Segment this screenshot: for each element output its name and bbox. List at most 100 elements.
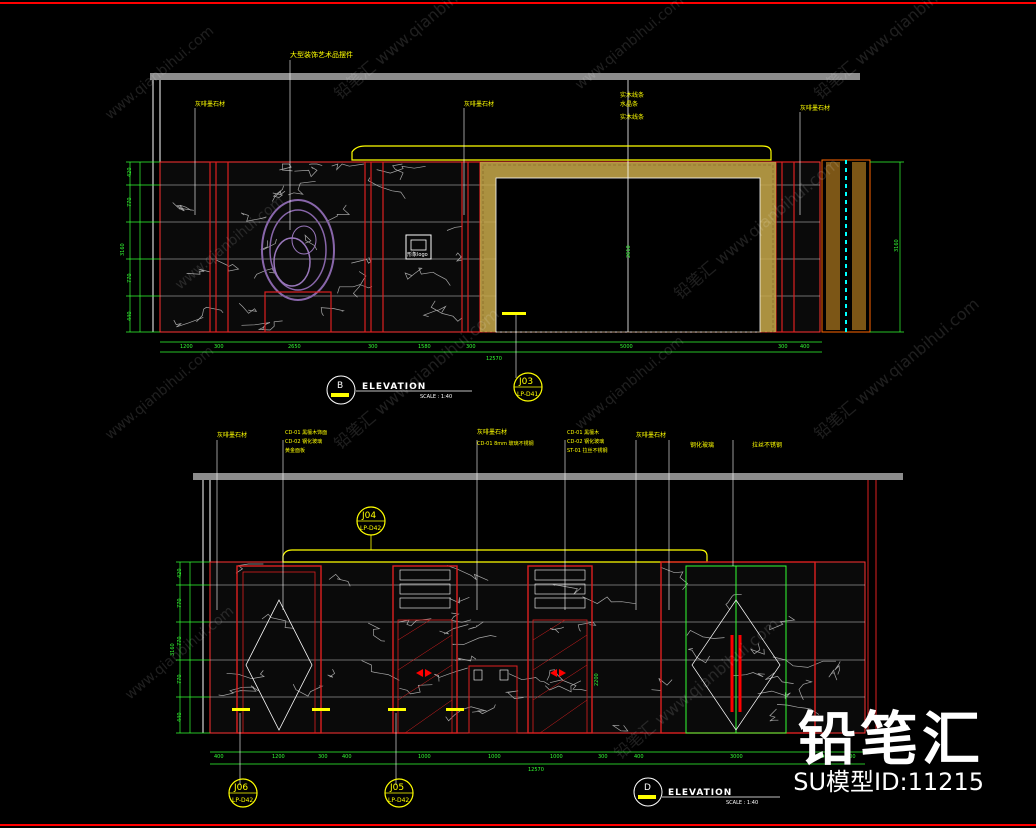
d-callout-right-1: CD-01 黑檀木: [567, 429, 599, 436]
marble-vein: [326, 204, 351, 222]
marble-vein: [327, 669, 336, 678]
d-h-dim-1: 420: [177, 568, 183, 578]
d-w-dim-9: 400: [634, 754, 644, 760]
b-w-dim-8: 300: [778, 344, 788, 350]
marble-vein: [309, 163, 323, 166]
b-scale: SCALE : 1:40: [420, 394, 452, 400]
marble-vein: [235, 563, 264, 574]
ceiling-slab-b: [150, 73, 860, 80]
marble-vein: [688, 647, 711, 664]
b-frame-label-3: 实木线条: [620, 113, 644, 121]
d-w-dim-11: 300: [818, 754, 828, 760]
b-logo-label: 形象logo: [407, 251, 428, 258]
d-h-dim-2: 770: [177, 598, 183, 608]
d-title-letter: D: [644, 783, 651, 793]
marble-vein: [468, 621, 484, 630]
b-w-dim-1: 1200: [180, 344, 193, 350]
marble-vein: [271, 190, 286, 202]
marble-vein: [231, 685, 259, 694]
marble-vein: [418, 268, 451, 286]
d-label-1: 灰啡墨石材: [217, 431, 247, 439]
d-scale: SCALE : 1:40: [726, 800, 758, 806]
marble-vein: [508, 673, 550, 686]
marble-vein: [238, 302, 258, 314]
b-w-dim-2: 300: [214, 344, 224, 350]
d-w-dim-5: 1000: [418, 754, 431, 760]
ceiling-slab-d: [193, 473, 903, 480]
marble-vein: [430, 300, 463, 322]
d-w-dim-1: 400: [214, 754, 224, 760]
d-total-width: 12570: [528, 767, 544, 773]
marble-vein: [361, 660, 400, 681]
marble-vein: [449, 596, 470, 604]
marble-vein: [376, 165, 426, 174]
marble-vein: [261, 613, 294, 629]
d-tag-bl-sub: LP-D42: [232, 797, 253, 804]
d-callout-left-3: 黄金面板: [285, 447, 305, 454]
d-tag-top-sub: LP-D42: [360, 525, 381, 532]
marble-vein: [750, 643, 765, 655]
b-w-dim-5: 1580: [418, 344, 431, 350]
b-label-2: 灰啡墨石材: [464, 100, 494, 108]
marble-vein: [798, 679, 813, 701]
marble-vein: [196, 306, 224, 323]
marble-vein: [834, 661, 841, 675]
detail-tag-j03: J03 LP-D41: [513, 372, 543, 402]
d-tag-bm-sub: LP-D42: [388, 797, 409, 804]
marble-vein: [331, 163, 365, 171]
marble-vein: [686, 629, 725, 639]
marble-vein: [186, 268, 210, 275]
b-h-dim-1: 420: [127, 167, 133, 177]
b-h-dim-2: 770: [127, 197, 133, 207]
marble-vein: [505, 690, 524, 699]
marble-vein: [769, 615, 796, 631]
d-label-4: 钢化玻璃: [690, 441, 714, 449]
watermark-model-id: SU模型ID:11215: [793, 768, 984, 796]
glass-door-d: [660, 561, 816, 734]
marble-vein: [445, 706, 487, 722]
d-tag-top-id: J04: [361, 511, 376, 521]
d-label-3: 灰啡墨石材: [636, 431, 666, 439]
marble-vein: [769, 708, 779, 722]
marble-vein: [294, 166, 318, 178]
b-top-label: 大型装饰艺术品摆件: [290, 50, 353, 59]
d-h-dim-4: 770: [177, 674, 183, 684]
marble-vein: [404, 267, 423, 280]
d-w-dim-12: 400: [846, 754, 856, 760]
marble-vein: [173, 317, 204, 328]
marble-vein: [549, 626, 565, 634]
b-frame-label-2: 水晶条: [620, 100, 638, 108]
marble-vein: [660, 566, 688, 591]
logo-panel: [405, 234, 432, 260]
right-cabinet-b: [821, 159, 871, 333]
d-h-dim-5: 440: [177, 712, 183, 722]
d-w-dim-4: 400: [342, 754, 352, 760]
d-w-dim-6: 1000: [488, 754, 501, 760]
d-total-height: 3160: [170, 643, 176, 656]
marble-vein: [328, 573, 351, 587]
marble-vein: [452, 635, 497, 646]
marble-vein: [367, 177, 406, 199]
door-frame-b: [480, 80, 776, 333]
d-callout-mid: CD-01 8mm 玻璃不锈钢: [477, 440, 534, 447]
b-h-dim-3: 770: [127, 273, 133, 283]
b-frame-label-1: 实木线条: [620, 91, 644, 99]
b-w-dim-3: 2650: [288, 344, 301, 350]
marble-vein: [179, 204, 194, 211]
b-total-h-right: 3160: [894, 239, 900, 252]
marble-vein: [253, 268, 276, 279]
marble-vein: [546, 669, 564, 681]
elevation-d: [176, 440, 903, 785]
marble-vein: [392, 163, 404, 181]
marble-vein: [351, 257, 372, 264]
marble-vein: [422, 305, 447, 318]
marble-vein: [337, 284, 373, 294]
marble-vein: [272, 185, 284, 198]
marble-vein: [611, 724, 629, 732]
marble-vein: [730, 672, 765, 678]
marble-vein: [455, 655, 477, 662]
d-callout-right-2: CD-02 钢化玻璃: [567, 438, 604, 445]
b-w-dim-6: 300: [466, 344, 476, 350]
watermark-brand: 铅笔汇: [797, 705, 984, 773]
